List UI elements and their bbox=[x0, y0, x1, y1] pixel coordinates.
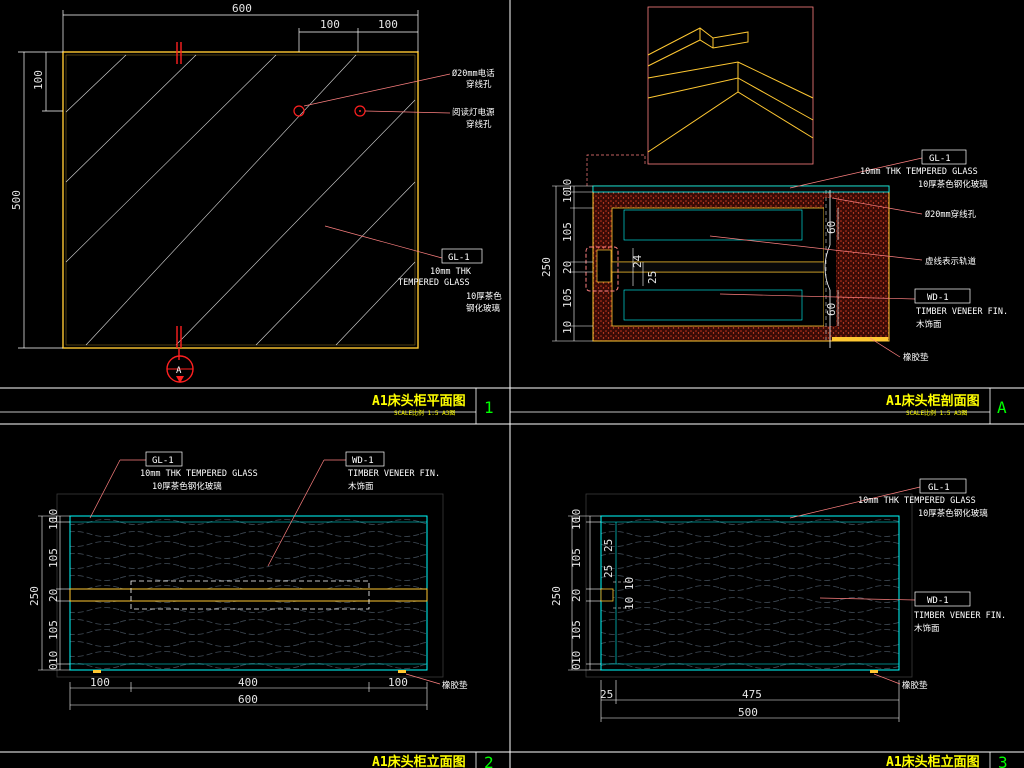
side-body bbox=[600, 515, 900, 671]
side-wd-tag: WD-1 bbox=[927, 596, 949, 606]
front-dim-b3: 100 bbox=[388, 676, 408, 689]
side-dim-7: 0 bbox=[570, 663, 583, 670]
section-dim-60b: 60 bbox=[825, 303, 838, 316]
gl-line-2: TEMPERED GLASS bbox=[398, 278, 470, 288]
front-dim-b2: 400 bbox=[238, 676, 258, 689]
panel-front-elevation: 250 10 10 105 20 105 10 0 100 400 100 60… bbox=[28, 451, 494, 768]
side-dim-2: 10 bbox=[570, 517, 583, 530]
front-note-pad: 橡胶垫 bbox=[442, 680, 468, 691]
glass-top-outline bbox=[62, 51, 419, 349]
side-gl-line-1: 10mm THK TEMPERED GLASS bbox=[858, 496, 976, 506]
front-wd-line-2: 木饰面 bbox=[348, 481, 374, 492]
section-dim-total: 250 bbox=[540, 257, 553, 277]
side-dim-total: 250 bbox=[550, 586, 563, 606]
note-phone-hole-2: 穿线孔 bbox=[466, 79, 492, 90]
section-dim-60a: 60 bbox=[825, 221, 838, 234]
side-dim-5: 105 bbox=[570, 620, 583, 640]
section-dim-5: 105 bbox=[561, 288, 574, 308]
gl-tag: GL-1 bbox=[448, 253, 470, 263]
section-note-pad: 橡胶垫 bbox=[903, 352, 929, 363]
side-dim-3: 105 bbox=[570, 548, 583, 568]
panel-side-title: A1床头柜立面图 bbox=[886, 754, 980, 768]
front-gl-tag: GL-1 bbox=[152, 456, 174, 466]
note-lamp-hole-1: 阅读灯电源 bbox=[452, 107, 495, 118]
section-dim-3: 105 bbox=[561, 222, 574, 242]
panel-plan-number: 1 bbox=[484, 398, 494, 417]
side-gl-line-2: 10厚茶色钢化玻璃 bbox=[918, 508, 988, 519]
panel-section-scale: SCALE比例 1:5 A3图 bbox=[906, 409, 967, 417]
front-dim-6: 10 bbox=[47, 651, 60, 664]
panel-side-elevation: 250 10 10 105 20 105 10 0 25 10 10 25 25… bbox=[550, 478, 1008, 768]
panel-front-title: A1床头柜立面图 bbox=[372, 754, 466, 768]
panel-plan: A 600 100 100 100 500 Ø20mm电话 穿线孔 阅读灯电源 bbox=[0, 2, 502, 424]
front-dim-total: 250 bbox=[28, 586, 41, 606]
section-gl-tag: GL-1 bbox=[929, 154, 951, 164]
section-gl-line-1: 10mm THK TEMPERED GLASS bbox=[860, 167, 978, 177]
side-dim-b2: 475 bbox=[742, 688, 762, 701]
side-wd-line-2: 木饰面 bbox=[914, 623, 940, 634]
front-dim-7: 0 bbox=[47, 663, 60, 670]
dim-right-a: 100 bbox=[320, 18, 340, 31]
front-wd-tag: WD-1 bbox=[352, 456, 374, 466]
section-dim-1: 10 bbox=[561, 179, 574, 192]
front-dim-5: 105 bbox=[47, 620, 60, 640]
front-dim-2: 10 bbox=[47, 517, 60, 530]
side-note-pad: 橡胶垫 bbox=[902, 680, 928, 691]
section-dim-2: 10 bbox=[561, 190, 574, 203]
side-dim-inner-2: 10 10 bbox=[623, 577, 636, 610]
note-lamp-hole-2: 穿线孔 bbox=[466, 119, 492, 130]
side-dim-b3: 500 bbox=[738, 706, 758, 719]
panel-section-number: A bbox=[997, 398, 1007, 417]
panel-side-number: 3 bbox=[998, 753, 1008, 768]
side-gl-tag: GL-1 bbox=[928, 483, 950, 493]
gl-line-3: 10厚茶色 bbox=[466, 291, 502, 302]
side-dim-6: 10 bbox=[570, 651, 583, 664]
panel-section-title: A1床头柜剖面图 bbox=[886, 393, 980, 409]
front-dim-1: 10 bbox=[47, 509, 60, 522]
panel-plan-title: A1床头柜平面图 bbox=[372, 393, 466, 409]
section-dim-24: 24 bbox=[631, 254, 644, 268]
front-dim-4: 20 bbox=[47, 589, 60, 602]
section-wd-line-1: TIMBER VENEER FIN. bbox=[916, 307, 1008, 317]
front-dim-b4: 600 bbox=[238, 693, 258, 706]
section-gl-line-2: 10厚茶色钢化玻璃 bbox=[918, 179, 988, 190]
dim-height: 500 bbox=[10, 190, 23, 210]
section-dim-25: 25 bbox=[646, 271, 659, 284]
side-dim-inner-1: 25 bbox=[602, 539, 615, 552]
note-phone-hole-1: Ø20mm电话 bbox=[452, 68, 495, 79]
front-dim-3: 105 bbox=[47, 548, 60, 568]
dim-right-b: 100 bbox=[378, 18, 398, 31]
glass-hatch bbox=[65, 54, 416, 346]
front-gl-line-1: 10mm THK TEMPERED GLASS bbox=[140, 469, 258, 479]
dim-width: 600 bbox=[232, 2, 252, 15]
panel-section: 250 10 10 105 20 105 10 24 25 60 60 GL-1… bbox=[510, 6, 1008, 424]
section-wd-tag: WD-1 bbox=[927, 293, 949, 303]
front-groove bbox=[69, 588, 428, 602]
side-dim-inner-3: 25 bbox=[602, 565, 615, 578]
section-dim-4: 20 bbox=[561, 261, 574, 274]
side-wd-line-1: TIMBER VENEER FIN. bbox=[914, 611, 1006, 621]
front-gl-line-2: 10厚茶色钢化玻璃 bbox=[152, 481, 222, 492]
side-dim-1: 10 bbox=[570, 509, 583, 522]
panel-front-number: 2 bbox=[484, 753, 494, 768]
section-note-hole: Ø20mm穿线孔 bbox=[925, 209, 977, 220]
side-dim-b1: 25 bbox=[600, 688, 613, 701]
gl-line-1: 10mm THK bbox=[430, 267, 472, 277]
dim-top: 100 bbox=[32, 70, 45, 90]
side-dim-4: 20 bbox=[570, 589, 583, 602]
section-mark-label: A bbox=[176, 366, 182, 376]
highlight-handle bbox=[585, 246, 619, 292]
section-dim-6: 10 bbox=[561, 321, 574, 334]
panel-plan-scale: SCALE比例 1:5 A3图 bbox=[394, 409, 455, 417]
gl-line-4: 钢化玻璃 bbox=[466, 303, 501, 314]
detail-box bbox=[647, 6, 814, 165]
phone-hole-icon bbox=[293, 105, 305, 117]
section-note-rail: 虚线表示轨道 bbox=[925, 256, 977, 267]
front-wd-line-1: TIMBER VENEER FIN. bbox=[348, 469, 440, 479]
front-dim-b1: 100 bbox=[90, 676, 110, 689]
section-wd-line-2: 木饰面 bbox=[916, 319, 942, 330]
